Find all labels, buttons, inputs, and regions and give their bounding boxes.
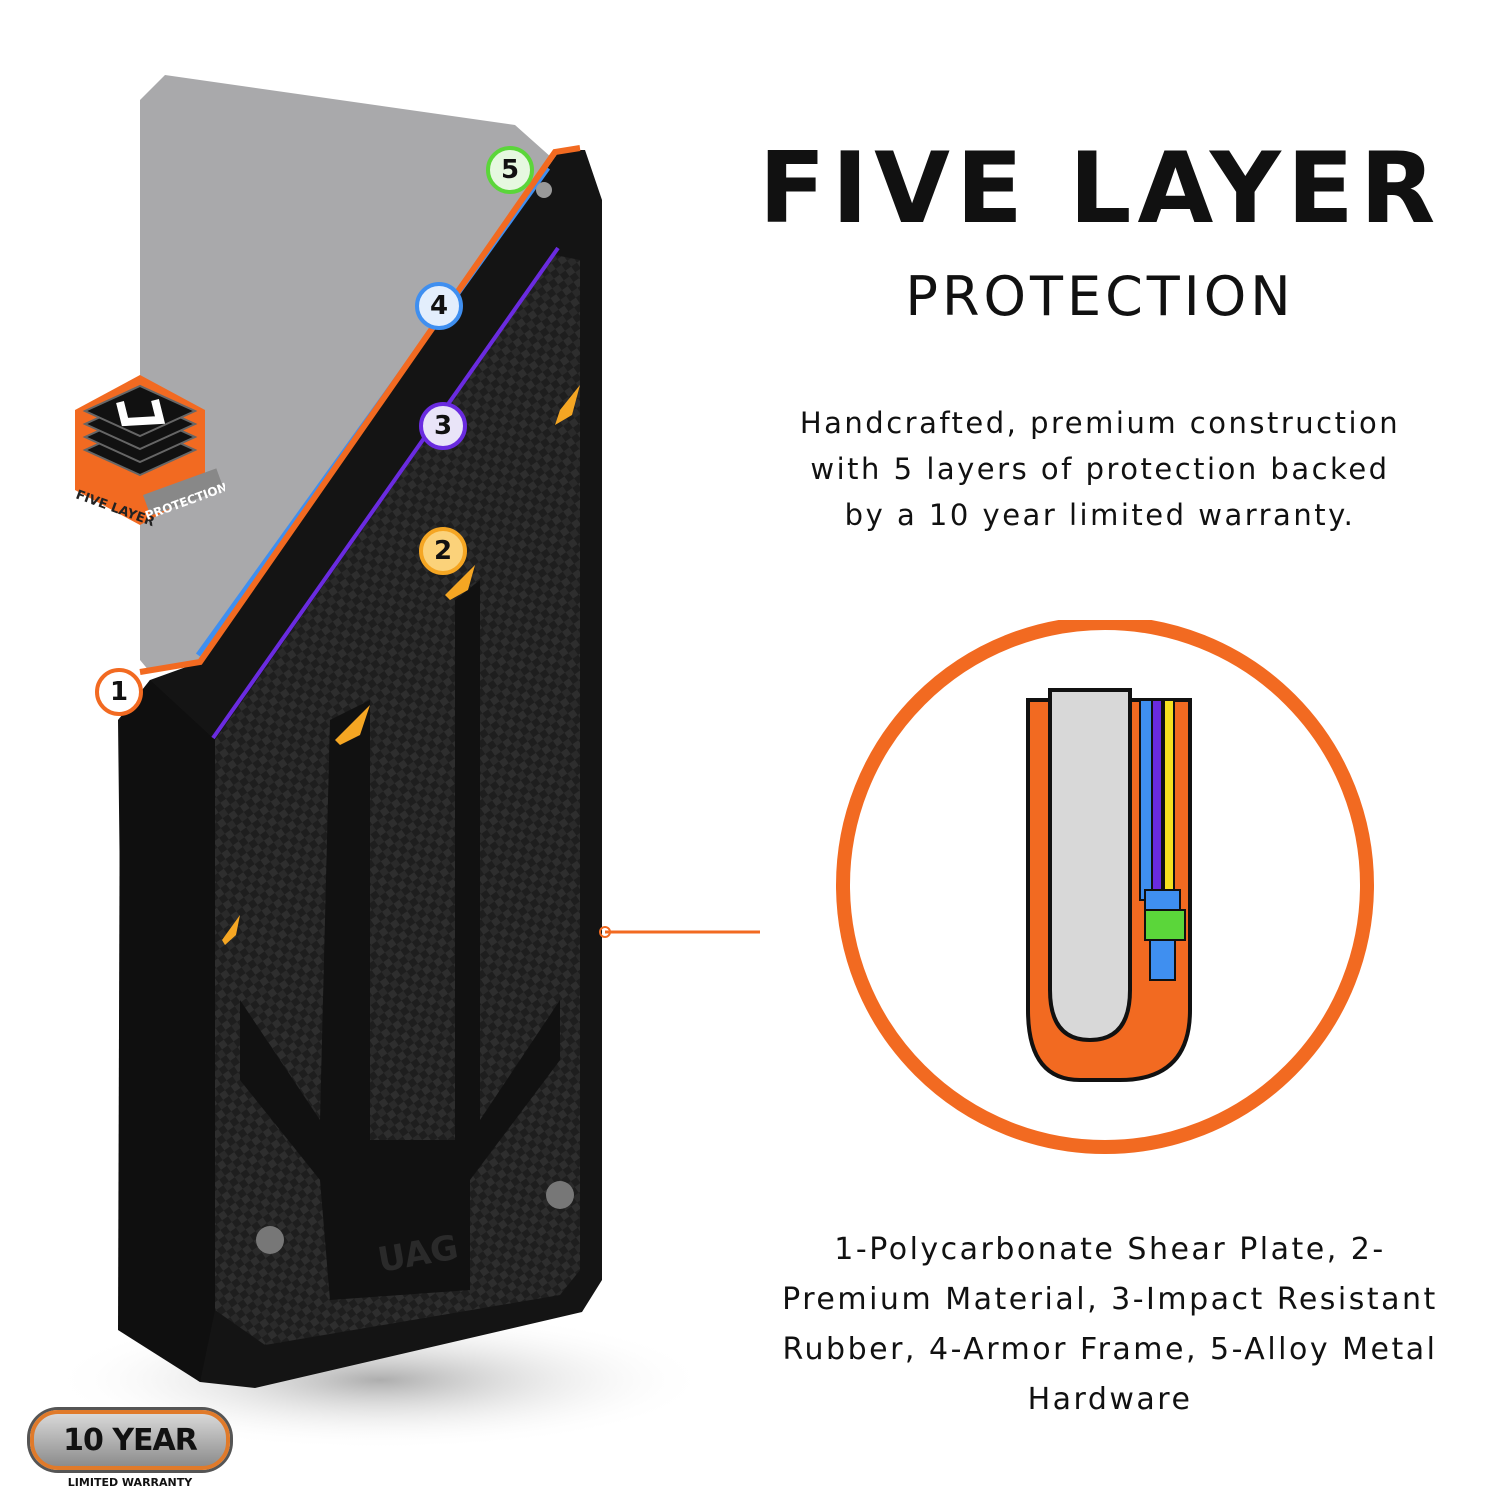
armor-frame bbox=[240, 580, 560, 1300]
device-back bbox=[140, 75, 552, 672]
layer-marker-2: 2 bbox=[419, 527, 467, 575]
screw-icon bbox=[256, 1226, 284, 1254]
screw-icon bbox=[536, 182, 552, 198]
five-layer-protection-logo: FIVE LAYER PROTECTION bbox=[74, 375, 225, 530]
warranty-main: 10 YEAR bbox=[30, 1410, 230, 1470]
screw-icon bbox=[546, 1181, 574, 1209]
layer-marker-1: 1 bbox=[95, 668, 143, 716]
page-subtitle: PROTECTION bbox=[905, 265, 1295, 328]
warranty-badge: 10 YEAR LIMITED WARRANTY bbox=[30, 1410, 230, 1489]
layer-marker-4: 4 bbox=[415, 282, 463, 330]
warranty-sub: LIMITED WARRANTY bbox=[67, 1476, 193, 1489]
layer-3-line bbox=[211, 246, 560, 740]
orange-accents bbox=[222, 385, 580, 945]
description: Handcrafted, premium construction with 5… bbox=[799, 406, 1401, 532]
layer-marker-5: 5 bbox=[486, 146, 534, 194]
layer-1-edge bbox=[139, 145, 581, 675]
cross-section-diagram bbox=[836, 620, 1374, 1154]
page-title: FIVE LAYER bbox=[758, 132, 1442, 246]
carbon-panel bbox=[215, 255, 580, 1345]
layer-marker-3: 3 bbox=[419, 402, 467, 450]
phone-case-illustration: UAG bbox=[50, 75, 760, 1450]
layers-list: 1-Polycarbonate Shear Plate, 2-Premium M… bbox=[782, 1232, 1438, 1417]
